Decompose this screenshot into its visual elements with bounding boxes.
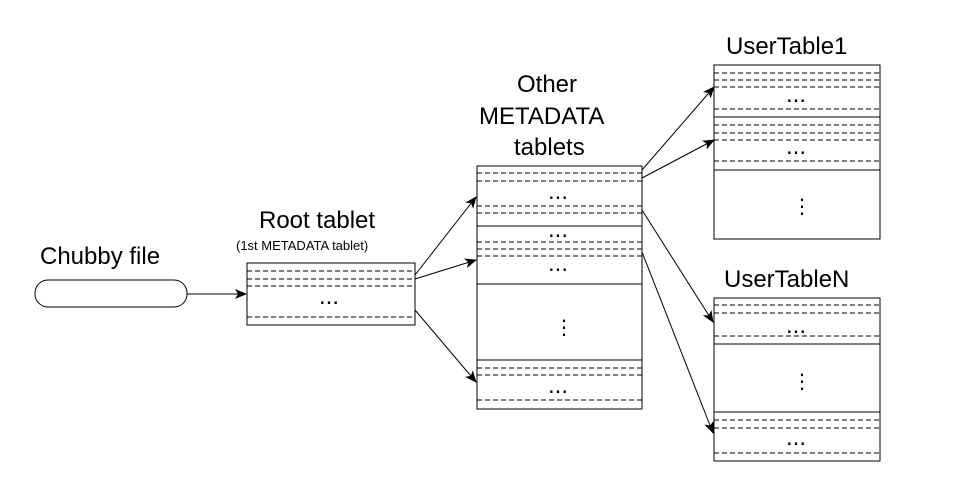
other-metadata-label-line3: tablets xyxy=(514,134,585,161)
arrow-root-to-metadata-2 xyxy=(414,258,477,280)
usertablen-ellipsis-2: ... xyxy=(786,424,806,451)
metadata-ellipsis-4: ... xyxy=(548,372,568,399)
root-tablet-box: ... xyxy=(246,262,416,326)
root-tablet-subtitle: (1st METADATA tablet) xyxy=(236,238,368,253)
usertable1-ellipsis-2: ... xyxy=(786,133,806,160)
other-metadata-label-line1: Other xyxy=(517,71,577,98)
metadata-ellipsis-1: ... xyxy=(548,178,568,205)
usertable1-box: ... ... ⋮ xyxy=(713,64,881,240)
arrow-root-to-metadata-1 xyxy=(414,196,477,276)
usertablen-label: UserTableN xyxy=(724,266,849,293)
chubby-file-node xyxy=(34,279,188,308)
usertablen-ellipsis-1: ... xyxy=(786,312,806,339)
arrow-metadata-to-usertablen-b xyxy=(641,251,714,434)
arrow-metadata-to-usertable1-b xyxy=(641,139,715,179)
arrow-metadata-to-usertablen-a xyxy=(641,209,714,323)
usertablen-box: ... ⋮ ... xyxy=(713,297,881,462)
arrow-root-to-metadata-3 xyxy=(414,309,477,383)
metadata-vertical-ellipsis: ⋮ xyxy=(554,315,574,339)
usertable1-label: UserTable1 xyxy=(726,33,847,60)
metadata-tablets-box: ... ... ... ⋮ ... xyxy=(476,165,643,410)
root-tablet-ellipsis: ... xyxy=(319,283,339,310)
other-metadata-label-line2: METADATA xyxy=(479,103,604,130)
arrow-metadata-to-usertable1-a xyxy=(641,86,715,171)
metadata-ellipsis-3: ... xyxy=(548,250,568,277)
chubby-file-label: Chubby file xyxy=(40,243,160,270)
usertable1-ellipsis-1: ... xyxy=(786,81,806,108)
metadata-ellipsis-2: ... xyxy=(548,216,568,243)
usertablen-vertical-ellipsis: ⋮ xyxy=(792,369,812,393)
usertable1-vertical-ellipsis: ⋮ xyxy=(792,194,812,218)
root-tablet-title: Root tablet xyxy=(259,207,375,234)
